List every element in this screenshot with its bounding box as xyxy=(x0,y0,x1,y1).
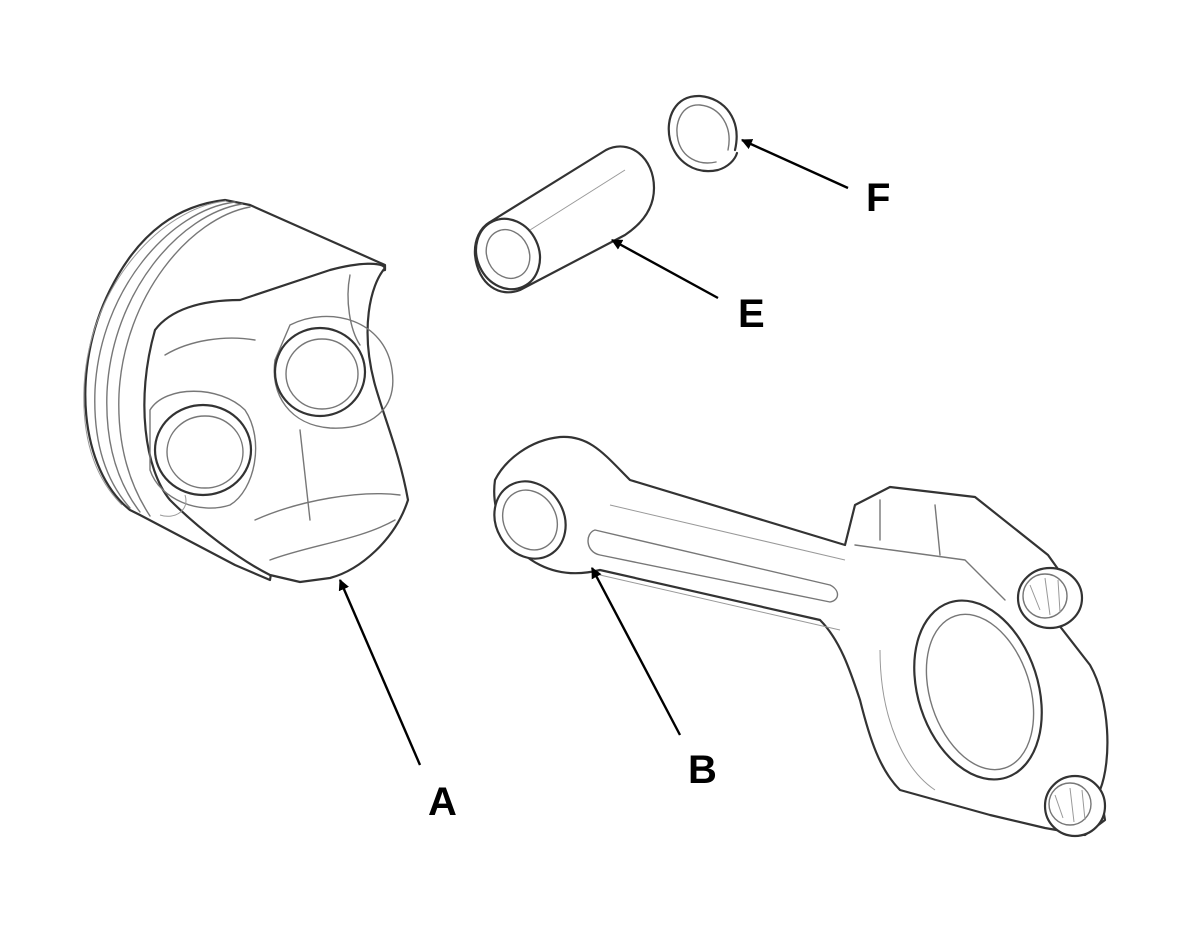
beam-channel xyxy=(587,529,839,603)
pin-bore xyxy=(485,228,531,280)
ring-groove-3 xyxy=(118,206,251,517)
leader-f xyxy=(740,138,849,190)
connecting-rod xyxy=(493,435,1109,838)
leader-e xyxy=(611,238,719,300)
callout-b: B xyxy=(688,748,717,792)
skirt-rib-6 xyxy=(159,494,187,517)
callout-f: F xyxy=(866,176,890,220)
skirt-rib-1 xyxy=(254,493,401,521)
piston-pin xyxy=(473,145,656,294)
pin-boss-far xyxy=(273,315,394,429)
snap-ring-outer xyxy=(667,94,739,173)
snap-ring-inner xyxy=(676,104,730,164)
ring-groove-4 xyxy=(83,200,227,506)
skirt-rib-2 xyxy=(269,519,396,561)
snap-ring xyxy=(667,94,739,173)
leader-b xyxy=(590,567,682,736)
ring-groove-1 xyxy=(94,201,236,509)
skirt-rib-4 xyxy=(164,337,256,356)
big-end-bore xyxy=(913,599,1043,781)
callout-e: E xyxy=(738,292,765,336)
ring-groove-2 xyxy=(106,203,243,513)
skirt-rib-5 xyxy=(299,429,311,521)
pin-end xyxy=(474,217,542,291)
small-end-bore-inner xyxy=(501,489,559,551)
rod-bolt-lower xyxy=(1043,774,1107,838)
pin-bore-near-inner xyxy=(166,415,244,489)
piston xyxy=(83,198,410,584)
big-end-rim xyxy=(879,649,936,791)
beam-edge-top xyxy=(609,504,846,561)
callout-a: A xyxy=(428,780,457,824)
skirt-rib-3 xyxy=(347,274,361,346)
big-end-cap-seam xyxy=(854,544,1006,601)
pin-bore-near xyxy=(153,403,253,497)
rod-bolt-upper xyxy=(1016,566,1084,630)
big-end-bore-inner xyxy=(925,613,1035,771)
pin-boss-near xyxy=(149,390,257,509)
pin-bore-far-inner xyxy=(285,338,359,410)
pin-highlight xyxy=(529,169,626,231)
big-end-cap-face xyxy=(879,499,941,556)
pin-bore-far xyxy=(273,326,367,418)
leader-a xyxy=(338,578,422,766)
beam-edge-bottom xyxy=(599,574,841,631)
